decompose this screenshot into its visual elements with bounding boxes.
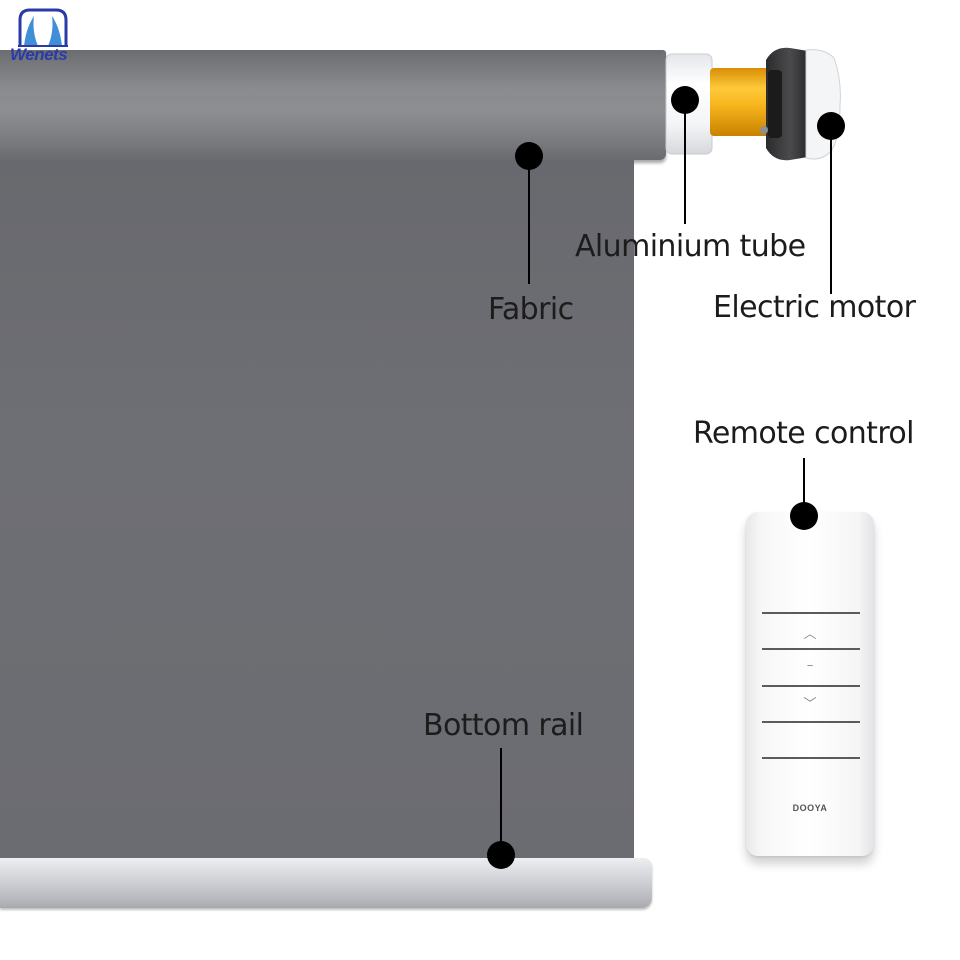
fabric-leader-line [528,168,530,284]
remote-divider [762,612,860,614]
aluminium-tube-marker [671,86,699,114]
blind-fabric-panel [0,160,634,860]
remote-divider [762,721,860,723]
remote-control-label: Remote control [693,416,914,451]
remote-control-marker [790,502,818,530]
fabric-label: Fabric [488,292,574,327]
bottom-rail-bar [0,858,652,908]
wenets-logo-icon [18,8,68,47]
remote-divider [762,648,860,650]
bottom-rail-label: Bottom rail [423,708,584,743]
fabric-marker [515,142,543,170]
fabric-roller-tube [0,50,666,160]
bottom-rail-leader-line [500,748,502,844]
remote-control-leader-line [803,458,805,508]
remote-control-device: ︿ – ﹀ DOOYA [746,512,874,856]
remote-brand-logo: DOOYA [792,803,828,813]
electric-motor-leader-line [830,138,832,294]
remote-divider [762,757,860,759]
up-chevron-icon: ︿ [803,627,817,642]
wenets-logo-text: Wenets [10,45,68,64]
aluminium-tube-leader-line [684,112,686,224]
electric-motor-marker [817,112,845,140]
bottom-rail-marker [487,841,515,869]
stop-dash-icon: – [806,658,814,673]
aluminium-tube-label: Aluminium tube [575,229,806,264]
remote-divider [762,685,860,687]
electric-motor-label: Electric motor [713,290,916,325]
down-chevron-icon: ﹀ [803,697,817,712]
